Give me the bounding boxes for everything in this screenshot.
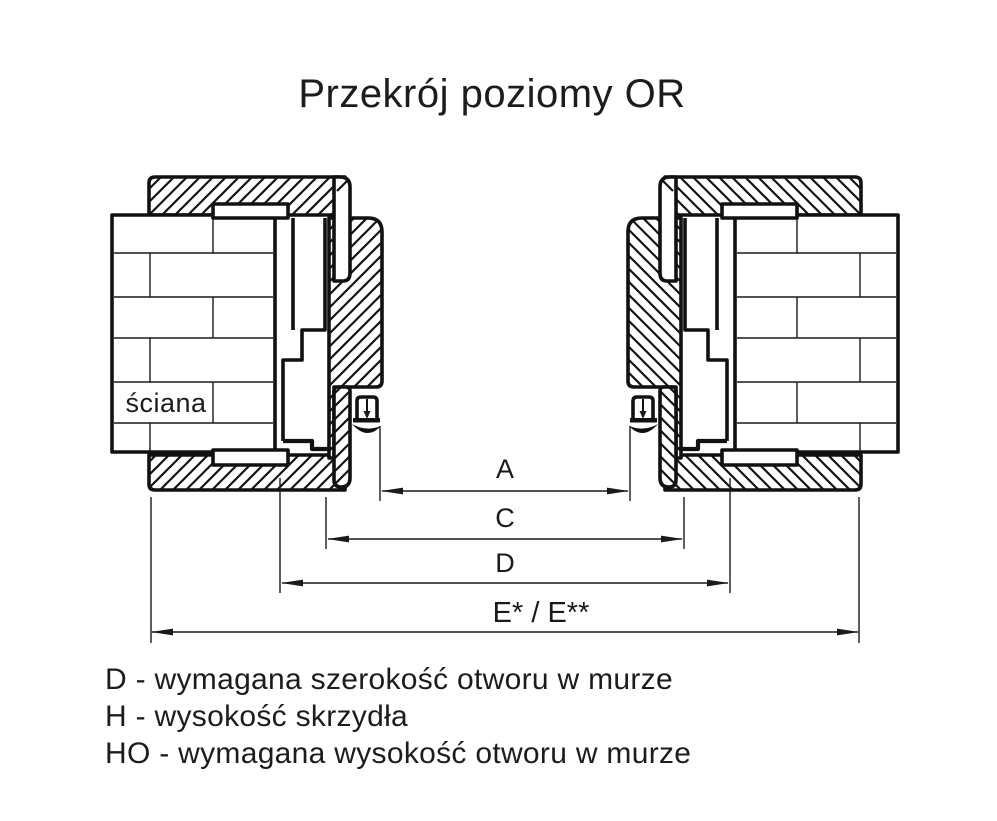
frame-bottom-lip: [332, 385, 352, 489]
left-assembly: [110, 175, 384, 492]
dimension-c: C: [327, 503, 683, 543]
legend-line-ho: HO - wymagana wysokość otworu w murze: [105, 737, 691, 770]
gasket: [352, 424, 381, 434]
wall-label: ściana: [125, 388, 207, 418]
bottom-panel-bar: [211, 448, 290, 467]
dimension-lines: A C D E* / E**: [150, 426, 860, 643]
brick-pattern: [114, 216, 273, 451]
top-panel-bar: [211, 202, 290, 220]
dimension-a: A: [381, 454, 629, 495]
legend: D - wymagana szerokość otworu w murze H …: [105, 663, 691, 770]
seal-detail: [352, 395, 381, 434]
dim-label-d: D: [495, 548, 515, 578]
door-leaf-edge: [281, 218, 331, 452]
seal-body: [355, 395, 379, 420]
extension-lines: [150, 426, 860, 643]
right-assembly: [628, 177, 898, 490]
seal-base: [353, 418, 380, 423]
dim-label-a: A: [496, 454, 514, 484]
dimension-d: D: [281, 548, 729, 587]
frame-top-leg: [332, 175, 352, 283]
legend-line-d: D - wymagana szerokość otworu w murze: [105, 663, 673, 696]
legend-line-h: H - wysokość skrzydła: [105, 700, 408, 733]
dim-label-c: C: [495, 503, 515, 533]
drawing-title: Przekrój poziomy OR: [298, 72, 685, 116]
dimension-e: E* / E**: [151, 597, 859, 636]
wall-section: [110, 213, 277, 454]
dim-label-e: E* / E**: [493, 597, 590, 629]
